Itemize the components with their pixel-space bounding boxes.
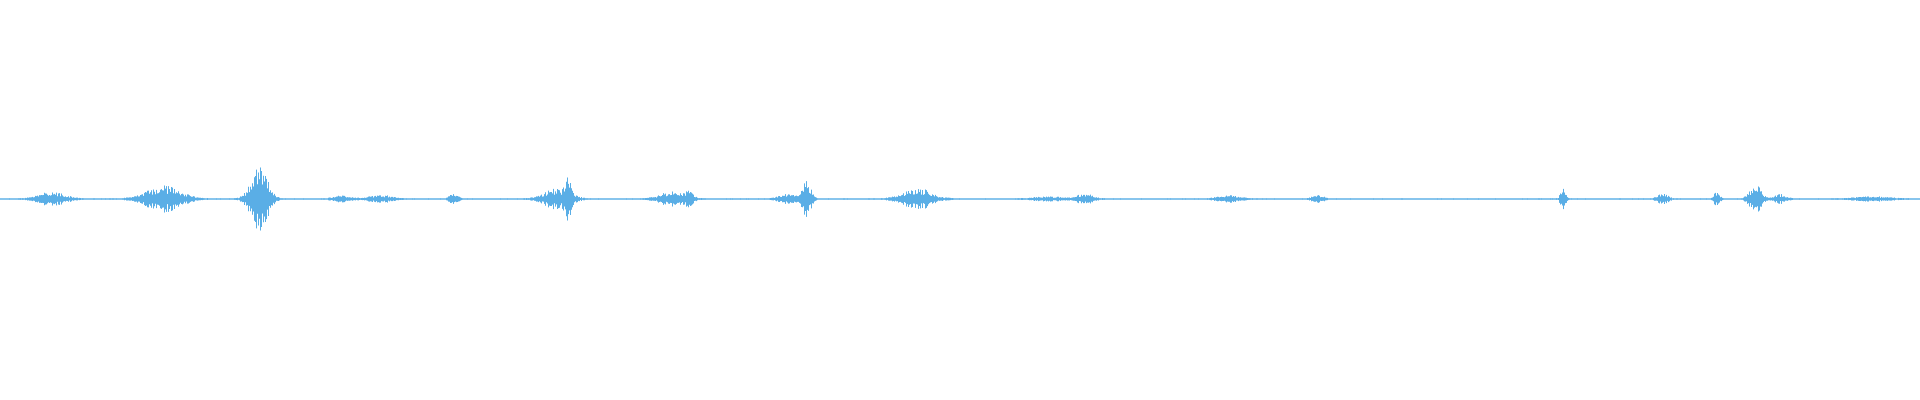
waveform-path	[0, 167, 1920, 231]
